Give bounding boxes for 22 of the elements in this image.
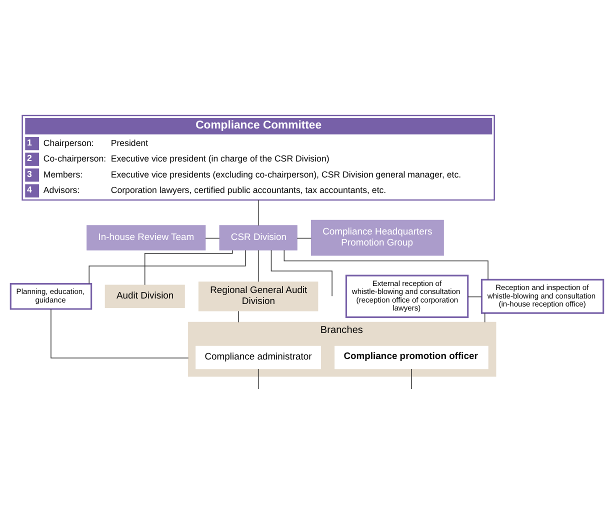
connector xyxy=(88,250,246,284)
connector xyxy=(238,310,239,323)
connector xyxy=(284,250,488,280)
connector xyxy=(50,308,189,358)
node-box: In-house Review Team xyxy=(86,225,206,250)
node-box: Regional General Audit Division xyxy=(198,282,318,312)
node-box: Compliance Headquarters Promotion Group xyxy=(310,220,444,256)
node-box: Audit Division xyxy=(104,284,185,308)
connector xyxy=(411,368,412,390)
connector xyxy=(296,238,312,239)
node-box: Compliance administrator xyxy=(196,346,322,370)
connector xyxy=(270,250,332,296)
node-box: Compliance promotion officer xyxy=(334,346,488,370)
connector xyxy=(258,250,259,282)
node-box: CSR Division xyxy=(219,225,298,250)
connector xyxy=(258,368,259,390)
connector xyxy=(484,312,486,323)
connector xyxy=(205,238,220,239)
node-box: Compliance Committee 1 Chairperson: President 2 Co-chairperson: Executive vice president (in charge of the CSR Division) 3 Members: Executive vice presidents (excluding co-chairperson), CSR Division general manager, etc. 4 Advisors: Corporation lawyers, certified public accountants, tax accountants, etc. xyxy=(22,114,495,201)
connector xyxy=(468,296,482,298)
connector xyxy=(144,250,233,286)
connector xyxy=(258,200,259,226)
